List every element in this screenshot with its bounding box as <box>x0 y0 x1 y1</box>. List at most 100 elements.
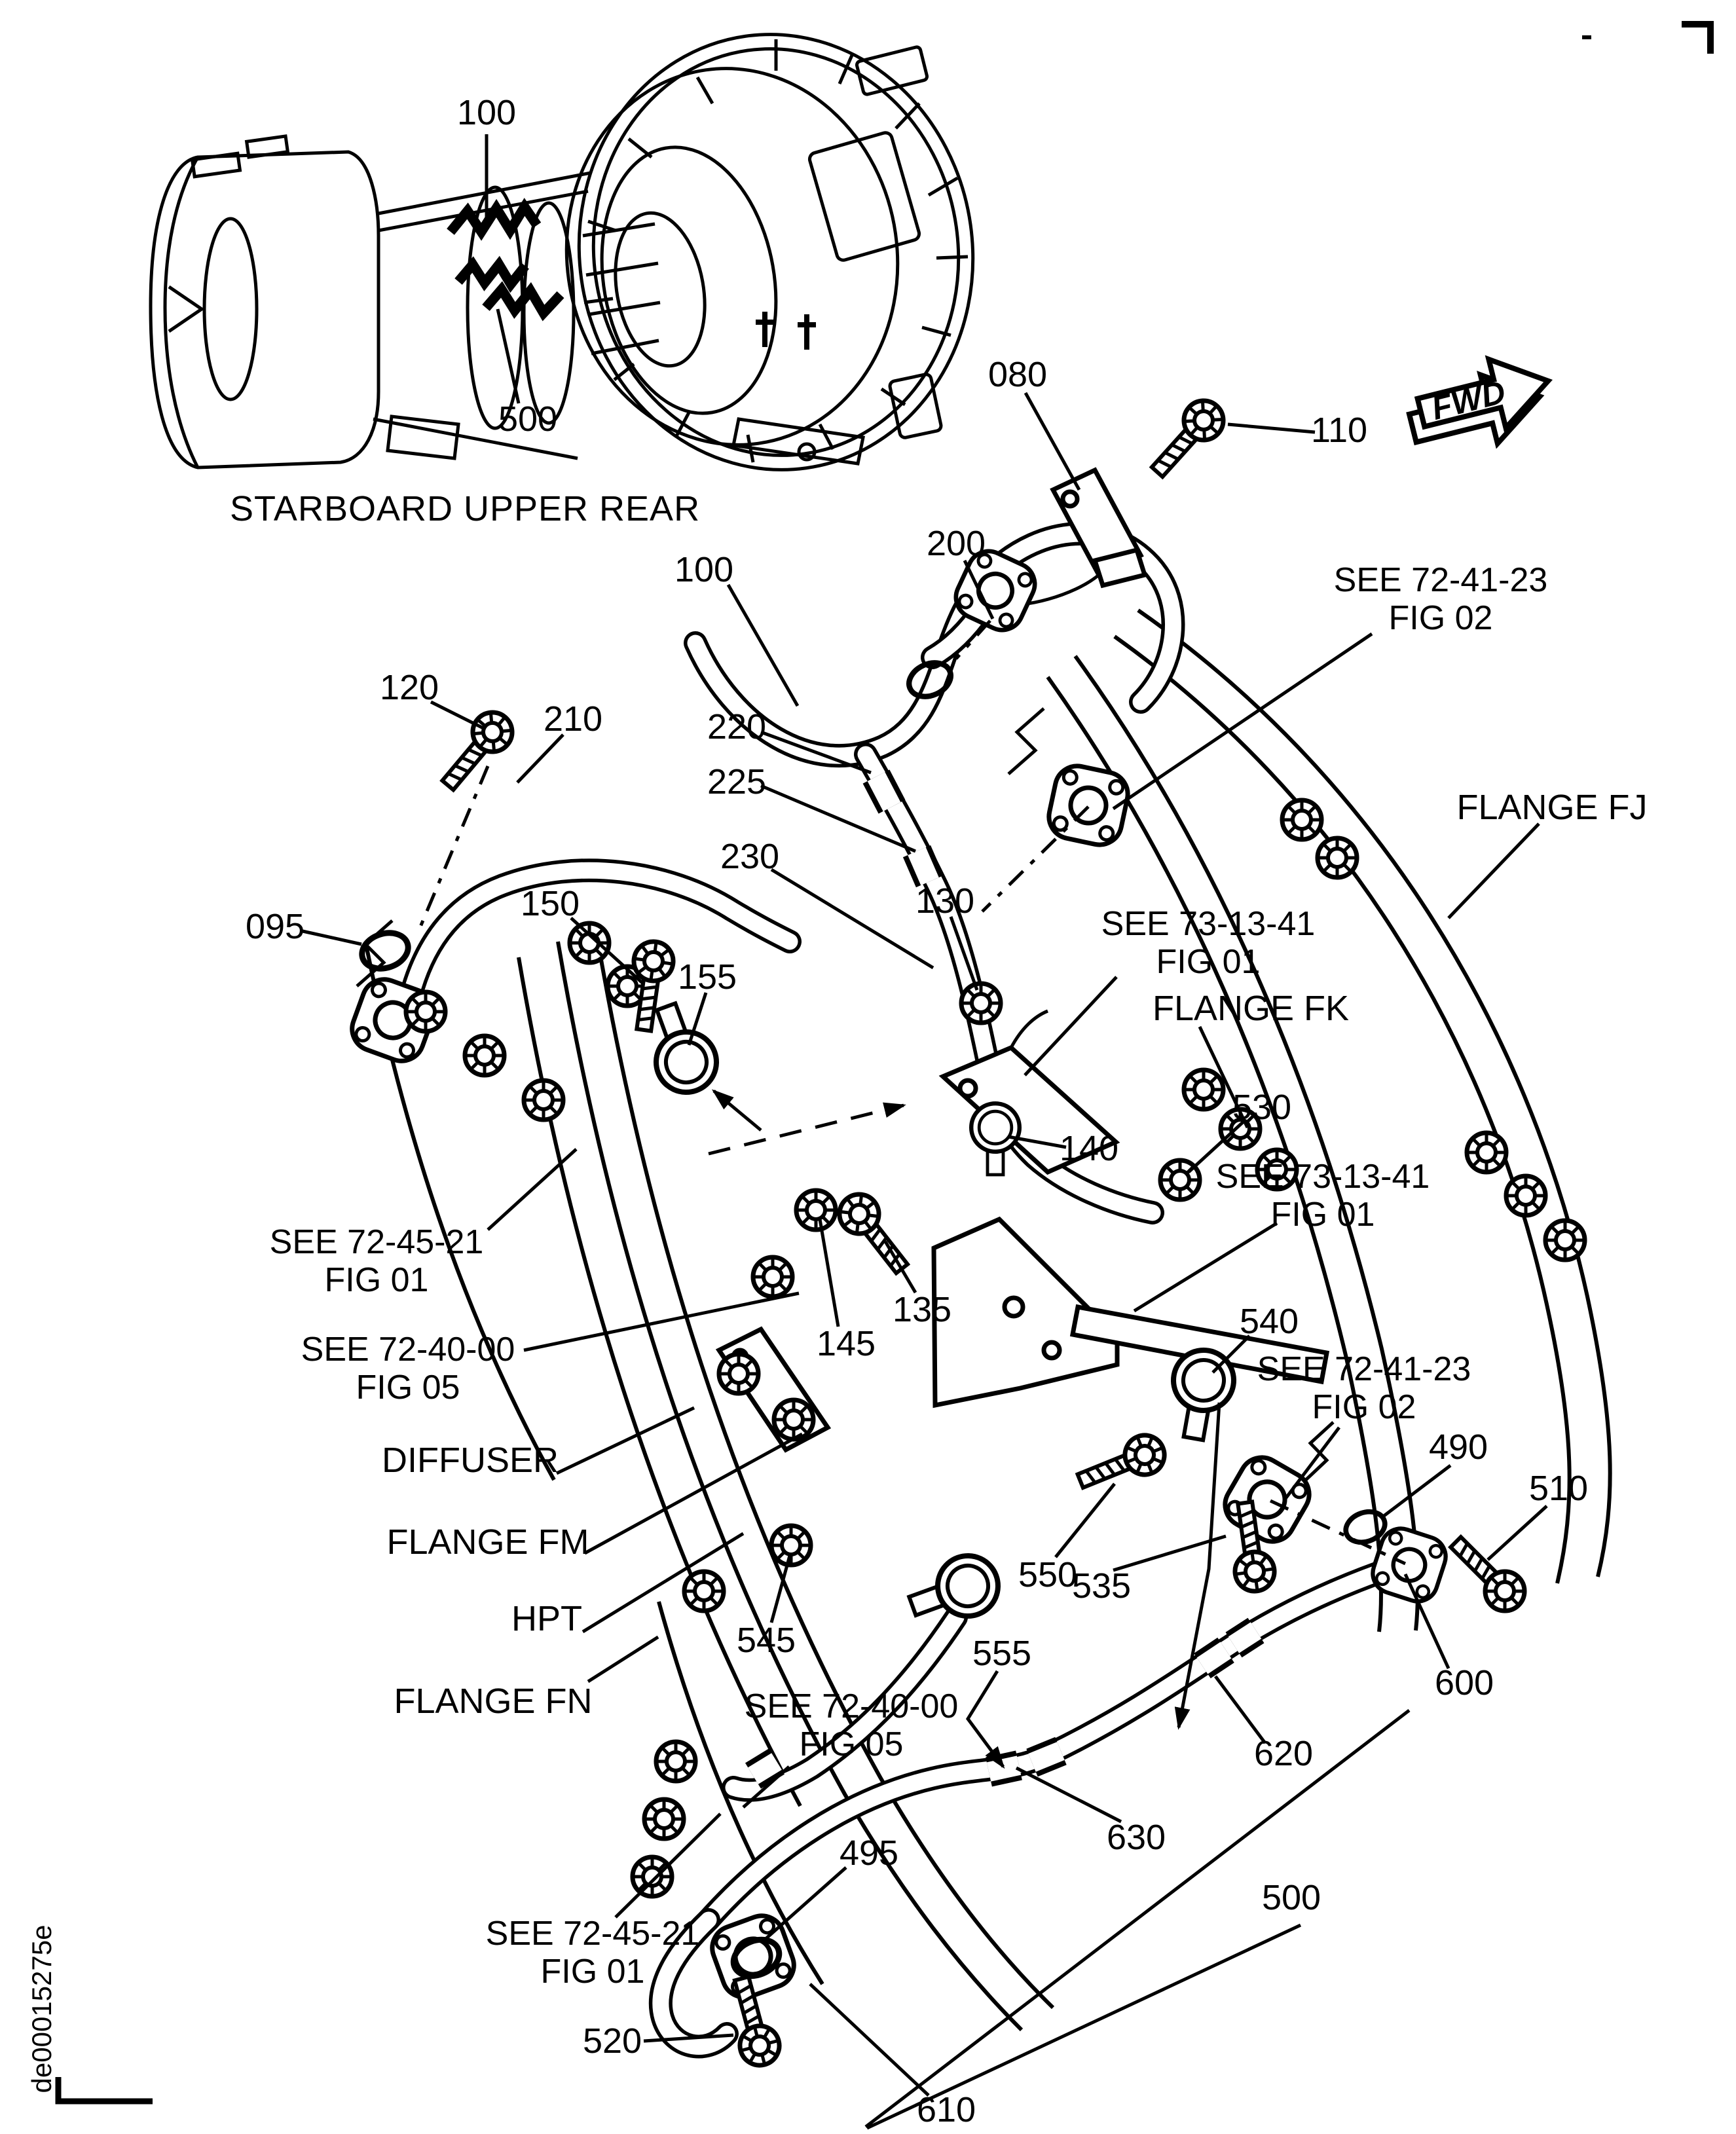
flange-fn-arc <box>657 1601 824 1985</box>
ref-label-line: FIG 05 <box>356 1369 460 1407</box>
ref-label-line: FIG 01 <box>540 1953 645 1991</box>
leader-line <box>864 1709 1411 2128</box>
ref-label-line: SEE 72-40-00 <box>301 1330 515 1369</box>
leader-line <box>555 1406 695 1475</box>
sleeve-f <box>745 1748 785 1789</box>
leader-line <box>866 1923 1302 2130</box>
leader-line <box>1187 1120 1246 1173</box>
ref-label-line: SEE 73-13-41 <box>1215 1157 1430 1196</box>
part-label-200: 200 <box>926 523 986 563</box>
part-label-535: 535 <box>1071 1566 1132 1606</box>
part-label-230: 230 <box>720 836 780 876</box>
diffuser-arc <box>556 941 1024 2032</box>
ref-label-line: SEE 72-40-00 <box>744 1687 959 1725</box>
leader-line <box>764 1866 847 1941</box>
leader-line <box>818 1219 840 1327</box>
sleeve-225 <box>902 845 944 888</box>
leader-line <box>760 730 872 775</box>
part-label-540: 540 <box>1239 1301 1299 1341</box>
leader-line <box>302 929 362 946</box>
leader-line <box>687 992 708 1046</box>
part-label-610: 610 <box>916 2089 976 2129</box>
leader-line <box>1269 1499 1407 1566</box>
leader-line <box>809 1983 930 2097</box>
leader-line <box>769 1553 792 1623</box>
part-label-600: 600 <box>1434 1663 1494 1702</box>
leader-line <box>1213 1675 1267 1744</box>
leader-line <box>643 2033 734 2043</box>
leader-line <box>1174 1402 1221 1730</box>
leader-line <box>417 765 490 930</box>
part-label-100: 100 <box>456 92 517 132</box>
leader-line <box>430 700 485 730</box>
part-label-225: 225 <box>707 762 767 801</box>
leader-line <box>760 784 916 853</box>
leader-line <box>883 1240 917 1294</box>
break-marks <box>356 707 1335 1482</box>
part-label-100: 100 <box>674 549 734 589</box>
leader-line <box>1487 1505 1548 1561</box>
leader-line <box>1198 1025 1249 1129</box>
leader-line <box>1227 422 1316 434</box>
part-label-145: 145 <box>816 1323 876 1363</box>
part-label-140: 140 <box>1059 1128 1119 1168</box>
leader-line <box>1113 1534 1227 1572</box>
leader-line <box>742 1765 790 1809</box>
leader-line <box>770 868 934 970</box>
ref-label-line: SEE 72-41-23 <box>1257 1350 1471 1388</box>
ref-label-line: FIG 02 <box>1388 599 1493 637</box>
leader-line <box>496 308 521 404</box>
ref-label-line: SEE 73-13-41 <box>1101 904 1316 943</box>
area-label-diffuser: DIFFUSER <box>382 1440 559 1480</box>
part-label-500: 500 <box>498 399 558 439</box>
part-label-530: 530 <box>1232 1087 1292 1127</box>
leader-line <box>614 1812 722 1919</box>
part-label-520: 520 <box>582 2021 642 2061</box>
ref-label-line: FIG 01 <box>1156 943 1261 981</box>
bracket-135-145 <box>931 1216 1120 1408</box>
part-label-155: 155 <box>677 957 737 997</box>
ref-label-line: SEE 72-45-21 <box>269 1223 484 1261</box>
leader-line <box>1054 1482 1116 1558</box>
fwd-arrow-icon: FWD <box>1406 355 1553 449</box>
leader-line <box>1024 392 1081 491</box>
leader-line <box>570 917 644 985</box>
leader-line <box>587 1635 659 1683</box>
ref-label-line: FIG 01 <box>324 1261 429 1299</box>
corner-mark-top-right <box>1682 21 1714 54</box>
leader-line <box>726 583 800 707</box>
inset-tube-100 <box>447 198 542 241</box>
leader-line <box>582 1532 745 1634</box>
part-label-510: 510 <box>1528 1468 1589 1508</box>
ref-label-line: FIG 05 <box>799 1725 904 1763</box>
leader-line <box>583 1432 803 1555</box>
part-label-500: 500 <box>1261 1877 1321 1917</box>
ref-label-line: SEE 72-41-23 <box>1333 561 1548 599</box>
flange-fj-arc <box>1137 608 1612 1577</box>
leader-line <box>1211 1334 1251 1374</box>
part-label-135: 135 <box>892 1289 952 1329</box>
leader-line <box>1284 1426 1340 1501</box>
corner-mark-bottom-left <box>55 2077 153 2105</box>
part-label-630: 630 <box>1106 1817 1166 1857</box>
leader-line <box>981 805 1090 913</box>
leader-line <box>965 1670 1005 1769</box>
part-label-495: 495 <box>839 1833 899 1873</box>
engine-inset <box>149 33 975 471</box>
area-label-flange-fj: FLANGE FJ <box>1456 787 1648 827</box>
leader-line <box>1008 1135 1067 1149</box>
leader-line <box>1112 632 1373 811</box>
ref-label-line: SEE 72-45-21 <box>485 1914 700 1953</box>
part-label-130: 130 <box>915 881 975 921</box>
sleeve-220 <box>862 769 906 814</box>
area-label-flange-fm: FLANGE FM <box>386 1522 589 1562</box>
leader-line <box>1382 1464 1452 1518</box>
